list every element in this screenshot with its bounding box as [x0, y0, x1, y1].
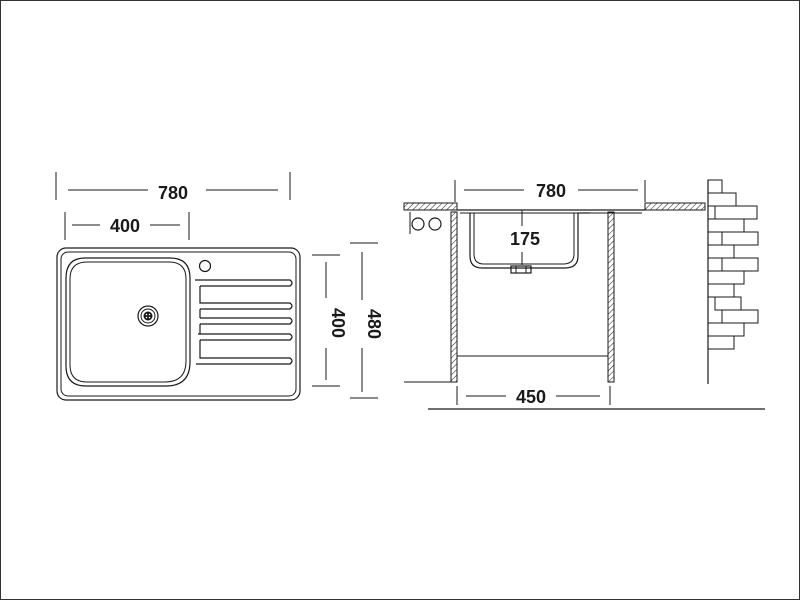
countertop-right — [644, 202, 706, 211]
dimension-label-400-vertical: 400 — [328, 308, 348, 338]
drain-icon — [137, 305, 159, 327]
dimension-label-480-vertical: 480 — [364, 309, 384, 339]
tap-hole-icon — [198, 259, 212, 273]
countertop-left — [403, 202, 458, 211]
dimension-label-780-side: 780 — [536, 181, 566, 201]
dimension-400-vertical: 400 — [312, 254, 348, 387]
dimension-175-side: 175 — [510, 210, 540, 265]
bowl-outline — [65, 257, 191, 387]
dimension-label-780-top: 780 — [158, 183, 188, 203]
dimension-label-450-side: 450 — [516, 387, 546, 407]
dimension-450-side: 450 — [456, 386, 611, 407]
top-view: 780 400 400 480 — [55, 172, 384, 401]
side-fittings-icon — [411, 217, 442, 231]
cabinet-wall-right — [607, 211, 615, 383]
dimension-780-side: 780 — [454, 180, 646, 202]
sink-profile — [457, 209, 645, 269]
sink-outline — [56, 247, 301, 401]
dimension-label-175-side: 175 — [510, 229, 540, 249]
side-view: 780 175 450 — [403, 179, 765, 410]
dimension-label-400-top: 400 — [110, 216, 140, 236]
cabinet-wall-left — [450, 211, 458, 383]
dimension-480-vertical: 480 — [350, 242, 384, 399]
sink-inner-rim — [60, 251, 297, 397]
bowl-inner-outline — [69, 261, 187, 383]
brick-wall — [707, 179, 759, 384]
dimension-780-top: 780 — [55, 172, 291, 203]
drainboard-ribs — [195, 279, 293, 365]
drain-pipe-icon — [510, 265, 532, 274]
dimension-400-top: 400 — [64, 212, 190, 240]
